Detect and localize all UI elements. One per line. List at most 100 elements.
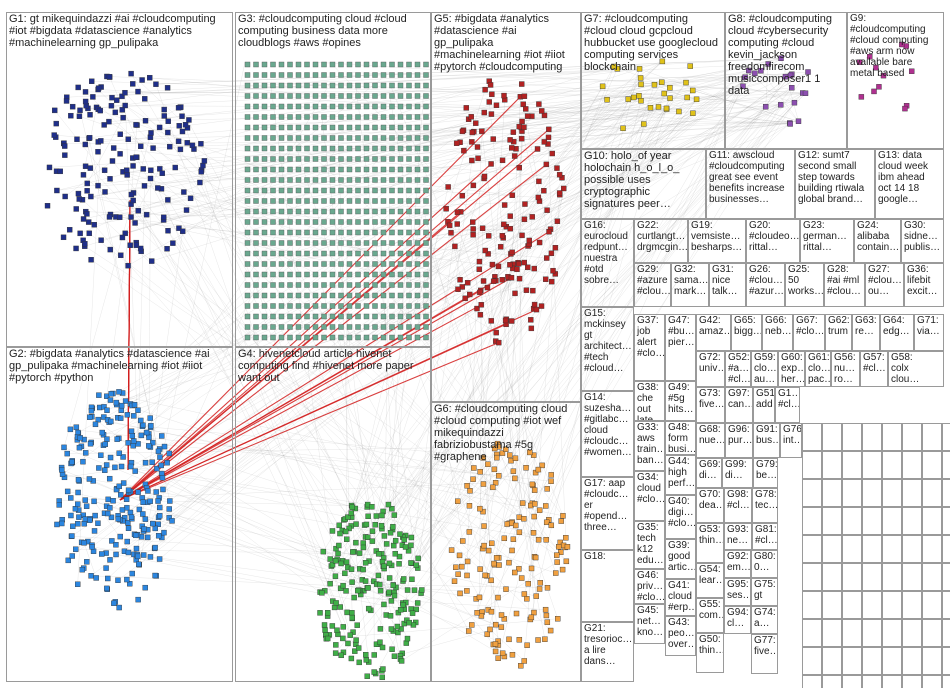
graph-node — [535, 637, 541, 643]
graph-node — [758, 67, 764, 74]
graph-edge — [130, 73, 405, 540]
graph-node — [304, 219, 310, 225]
graph-node — [513, 522, 519, 529]
graph-edge — [338, 334, 395, 596]
graph-node — [128, 214, 134, 220]
graph-node — [423, 187, 429, 194]
small-group-cell — [942, 591, 950, 619]
graph-edge — [692, 70, 761, 91]
graph-node — [369, 528, 376, 534]
graph-node — [197, 179, 203, 186]
graph-edge — [304, 324, 469, 632]
graph-node — [97, 107, 103, 114]
graph-node — [86, 135, 93, 141]
graph-edge — [654, 84, 688, 98]
graph-node — [397, 93, 404, 99]
graph-node — [287, 208, 293, 215]
graph-node — [95, 149, 101, 155]
graph-edge — [345, 232, 452, 532]
graph-node — [164, 85, 171, 91]
graph-node — [353, 521, 359, 527]
graph-node — [519, 232, 525, 239]
graph-node — [338, 61, 344, 68]
graph-node — [553, 570, 559, 576]
small-group-cell — [922, 535, 942, 563]
graph-node — [183, 207, 190, 213]
graph-node — [355, 93, 361, 99]
graph-node — [687, 63, 693, 69]
graph-node — [386, 575, 393, 581]
graph-node — [304, 166, 310, 173]
graph-node — [470, 219, 476, 225]
graph-node — [459, 128, 466, 135]
graph-node — [508, 318, 515, 324]
graph-node — [321, 187, 327, 194]
graph-node — [478, 302, 484, 308]
graph-node — [287, 135, 293, 141]
graph-node — [363, 521, 370, 528]
graph-node — [142, 118, 149, 124]
small-group-cell — [902, 591, 922, 619]
small-group-cell — [842, 591, 862, 619]
graph-node — [523, 465, 529, 471]
graph-node — [338, 292, 344, 299]
graph-node — [261, 145, 268, 152]
graph-node — [536, 507, 543, 513]
small-group-cell — [822, 451, 842, 479]
graph-node — [349, 504, 355, 511]
graph-node — [295, 135, 302, 141]
graph-edge — [95, 104, 781, 425]
graph-node — [380, 282, 387, 288]
graph-node — [338, 156, 344, 162]
group-label: G91: bus… — [756, 424, 780, 446]
graph-node — [397, 82, 404, 89]
graph-edge — [517, 86, 744, 263]
graph-node — [401, 537, 407, 543]
graph-edge — [381, 74, 793, 555]
graph-node — [329, 229, 336, 236]
graph-node — [406, 187, 412, 194]
graph-node — [396, 553, 403, 560]
graph-node — [304, 229, 310, 236]
graph-node — [253, 334, 259, 341]
graph-node — [470, 182, 477, 189]
graph-node — [116, 483, 122, 490]
graph-node — [406, 72, 412, 78]
small-group-cell — [862, 563, 882, 591]
graph-node — [132, 220, 138, 226]
graph-edge — [459, 71, 809, 280]
graph-node — [270, 250, 276, 257]
graph-node — [406, 103, 412, 110]
graph-node — [198, 169, 204, 175]
small-group-cell — [862, 479, 882, 507]
graph-node — [115, 516, 121, 522]
graph-node — [346, 103, 353, 110]
graph-node — [512, 569, 518, 576]
group-g73: G73: five… — [696, 387, 725, 423]
graph-node — [363, 72, 370, 78]
graph-node — [528, 325, 535, 332]
graph-node — [287, 145, 293, 152]
graph-edge — [83, 174, 551, 631]
graph-node — [414, 82, 421, 89]
graph-edge — [692, 90, 799, 122]
graph-node — [337, 530, 343, 537]
graph-node — [481, 173, 488, 180]
graph-node — [270, 271, 276, 278]
graph-edge — [538, 61, 663, 182]
graph-node — [338, 240, 344, 246]
group-label: G44: high perf… — [668, 456, 696, 489]
graph-node — [740, 83, 746, 89]
small-group-cell — [822, 535, 842, 563]
graph-node — [509, 652, 516, 658]
graph-edge — [544, 87, 792, 116]
graph-node — [135, 88, 141, 95]
graph-node — [54, 187, 60, 194]
group-g23: G23: german… rittal… — [800, 219, 854, 263]
graph-node — [304, 292, 310, 299]
graph-node — [278, 198, 285, 204]
graph-edge — [124, 105, 202, 172]
graph-node — [414, 72, 421, 78]
graph-node — [538, 303, 545, 309]
graph-node — [287, 324, 293, 330]
